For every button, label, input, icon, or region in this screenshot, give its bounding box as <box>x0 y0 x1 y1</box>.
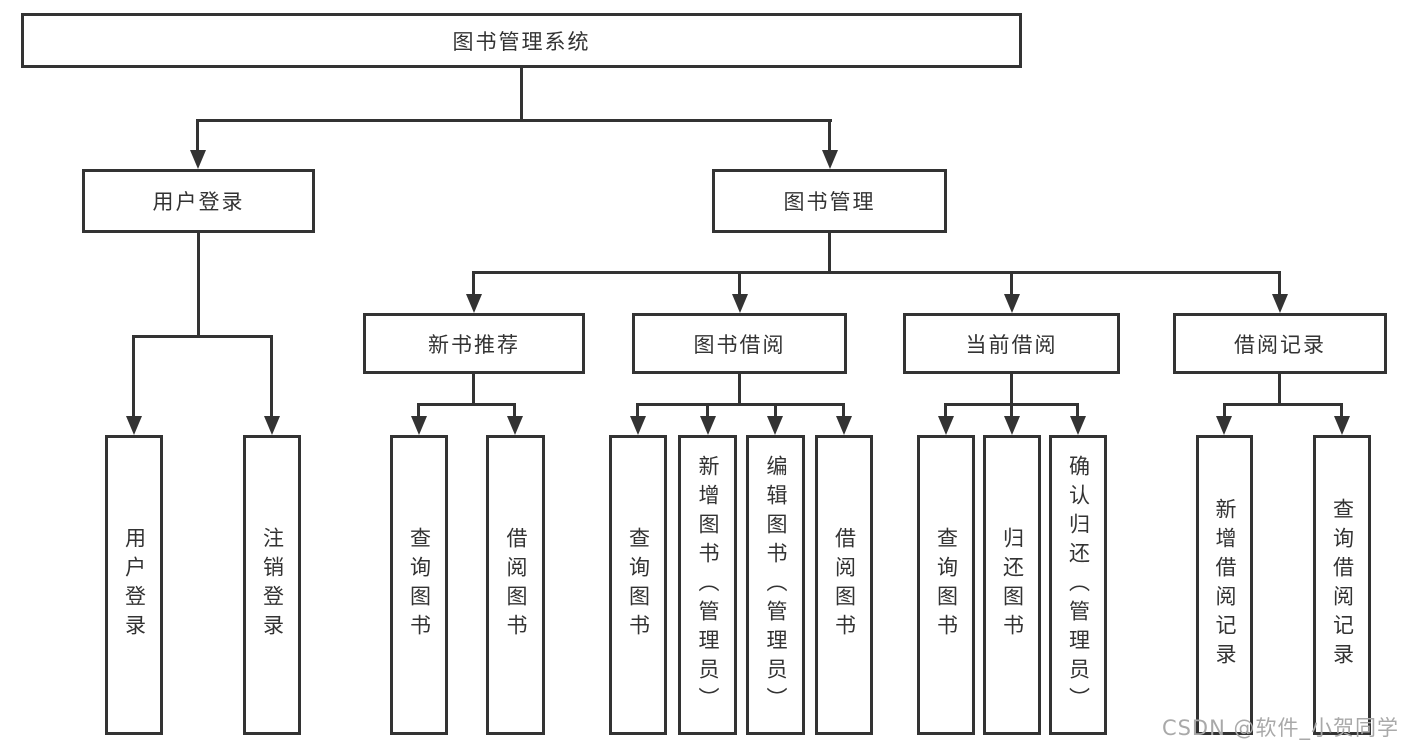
leaf-logout: 注销登录 <box>243 435 301 735</box>
connector-line <box>774 403 777 419</box>
connector-line <box>472 374 475 406</box>
leaf-query-books-borrowing: 查询图书 <box>609 435 667 735</box>
connector-line <box>132 335 135 420</box>
connector-line <box>1223 403 1343 406</box>
connector-line <box>197 233 200 338</box>
arrowhead <box>126 416 142 435</box>
connector-line <box>1278 374 1281 406</box>
arrowhead <box>1004 294 1020 313</box>
connector-line <box>738 374 741 406</box>
arrowhead <box>938 416 954 435</box>
connector-line <box>132 335 273 338</box>
connector-line <box>417 403 420 419</box>
connector-line <box>196 119 199 154</box>
node-current-borrowing: 当前借阅 <box>903 313 1120 374</box>
arrowhead <box>630 416 646 435</box>
arrowhead <box>767 416 783 435</box>
leaf-return-books: 归还图书 <box>983 435 1041 735</box>
connector-line <box>1278 271 1281 296</box>
leaf-query-books-current: 查询图书 <box>917 435 975 735</box>
arrowhead <box>836 416 852 435</box>
arrowhead <box>700 416 716 435</box>
arrowhead <box>822 150 838 169</box>
node-book-management: 图书管理 <box>712 169 947 233</box>
connector-line <box>738 271 741 296</box>
arrowhead <box>732 294 748 313</box>
connector-line <box>828 119 831 154</box>
connector-line <box>472 271 475 296</box>
connector-line <box>1010 403 1013 419</box>
arrowhead <box>190 150 206 169</box>
connector-line <box>944 403 947 419</box>
arrowhead <box>1334 416 1350 435</box>
connector-line <box>1076 403 1079 419</box>
connector-line <box>513 403 516 419</box>
leaf-add-books-admin: 新增图书（管理员） <box>678 435 737 735</box>
connector-line <box>417 403 516 406</box>
connector-line <box>1010 271 1013 296</box>
leaf-user-login: 用户登录 <box>105 435 163 735</box>
arrowhead <box>466 294 482 313</box>
arrowhead <box>1070 416 1086 435</box>
connector-line <box>1010 374 1013 406</box>
node-new-book-recommend: 新书推荐 <box>363 313 585 374</box>
arrowhead <box>1216 416 1232 435</box>
connector-line <box>842 403 845 419</box>
connector-line <box>1340 403 1343 419</box>
connector-line <box>706 403 709 419</box>
leaf-add-borrow-record: 新增借阅记录 <box>1196 435 1253 735</box>
connector-line <box>270 335 273 420</box>
arrowhead <box>1272 294 1288 313</box>
connector-line <box>472 271 1281 274</box>
node-user-login: 用户登录 <box>82 169 315 233</box>
leaf-confirm-return-admin: 确认归还（管理员） <box>1049 435 1107 735</box>
node-book-borrowing: 图书借阅 <box>632 313 847 374</box>
arrowhead <box>1004 416 1020 435</box>
watermark: CSDN @软件_小贺同学 <box>1161 716 1399 740</box>
leaf-borrow-books-recommend: 借阅图书 <box>486 435 545 735</box>
connector-line <box>636 403 845 406</box>
arrowhead <box>264 416 280 435</box>
connector-line <box>636 403 639 419</box>
connector-line <box>196 119 832 122</box>
node-borrow-records: 借阅记录 <box>1173 313 1387 374</box>
connector-line <box>520 68 523 122</box>
leaf-query-books-recommend: 查询图书 <box>390 435 448 735</box>
node-library-system: 图书管理系统 <box>21 13 1022 68</box>
leaf-edit-books-admin: 编辑图书（管理员） <box>746 435 805 735</box>
connector-line <box>1223 403 1226 419</box>
connector-line <box>828 233 831 274</box>
leaf-borrow-books: 借阅图书 <box>815 435 873 735</box>
arrowhead <box>507 416 523 435</box>
leaf-query-borrow-record: 查询借阅记录 <box>1313 435 1371 735</box>
arrowhead <box>411 416 427 435</box>
